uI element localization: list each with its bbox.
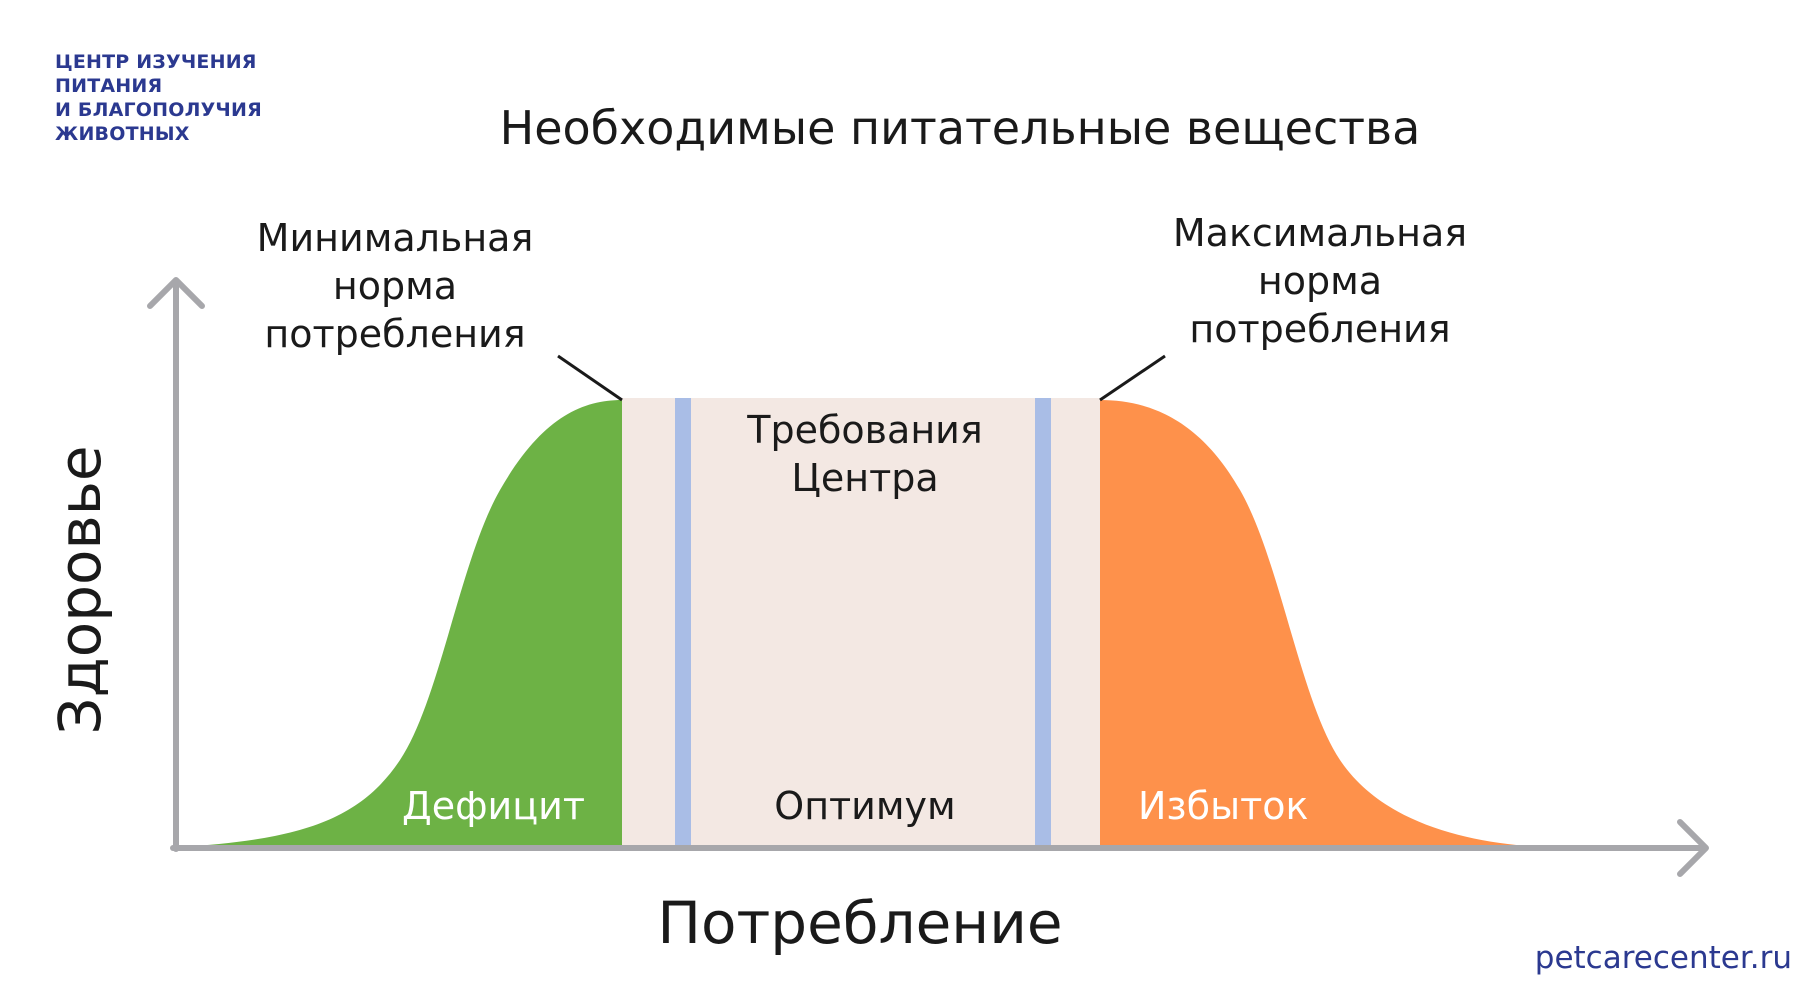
optimum-label: Оптимум — [774, 784, 956, 828]
x-axis-arrowhead — [1677, 819, 1709, 877]
requirements-line-1: Требования — [747, 408, 983, 452]
requirement-line-left — [675, 398, 691, 847]
website-link[interactable]: petcarecenter.ru — [1534, 940, 1792, 976]
y-axis-arrowhead — [147, 277, 205, 309]
requirements-line-2: Центра — [791, 456, 939, 500]
min-norm-label: Минимальная норма потребления — [230, 214, 560, 358]
diagram-title: Необходимые питательные вещества — [499, 101, 1421, 155]
min-norm-line-3: потребления — [264, 312, 526, 356]
requirements-label: Требования Центра — [700, 406, 1030, 502]
max-norm-line-2: норма — [1257, 259, 1383, 303]
min-norm-line-1: Минимальная — [256, 216, 534, 260]
x-axis-label: Потребление — [657, 889, 1063, 957]
max-norm-leader-line — [1099, 354, 1166, 402]
deficit-label: Дефицит — [402, 784, 585, 828]
logo-line-3: И БЛАГОПОЛУЧИЯ — [55, 99, 262, 121]
min-norm-leader-line — [557, 354, 623, 402]
logo-line-1: ЦЕНТР ИЗУЧЕНИЯ — [55, 51, 257, 73]
excess-zone — [1100, 400, 1540, 847]
excess-label: Избыток — [1138, 784, 1309, 828]
y-axis-label: Здоровье — [46, 445, 114, 735]
brand-logo: ЦЕНТР ИЗУЧЕНИЯ ПИТАНИЯ И БЛАГОПОЛУЧИЯ ЖИ… — [55, 50, 355, 146]
max-norm-line-1: Максимальная — [1172, 211, 1468, 255]
logo-line-2: ПИТАНИЯ — [55, 75, 163, 97]
max-norm-label: Максимальная норма потребления — [1150, 209, 1490, 353]
logo-line-4: ЖИВОТНЫХ — [55, 123, 190, 145]
deficit-zone — [178, 400, 622, 847]
optimum-zone — [622, 398, 1100, 847]
min-norm-line-2: норма — [332, 264, 458, 308]
requirement-line-right — [1035, 398, 1051, 847]
max-norm-line-3: потребления — [1189, 307, 1451, 351]
